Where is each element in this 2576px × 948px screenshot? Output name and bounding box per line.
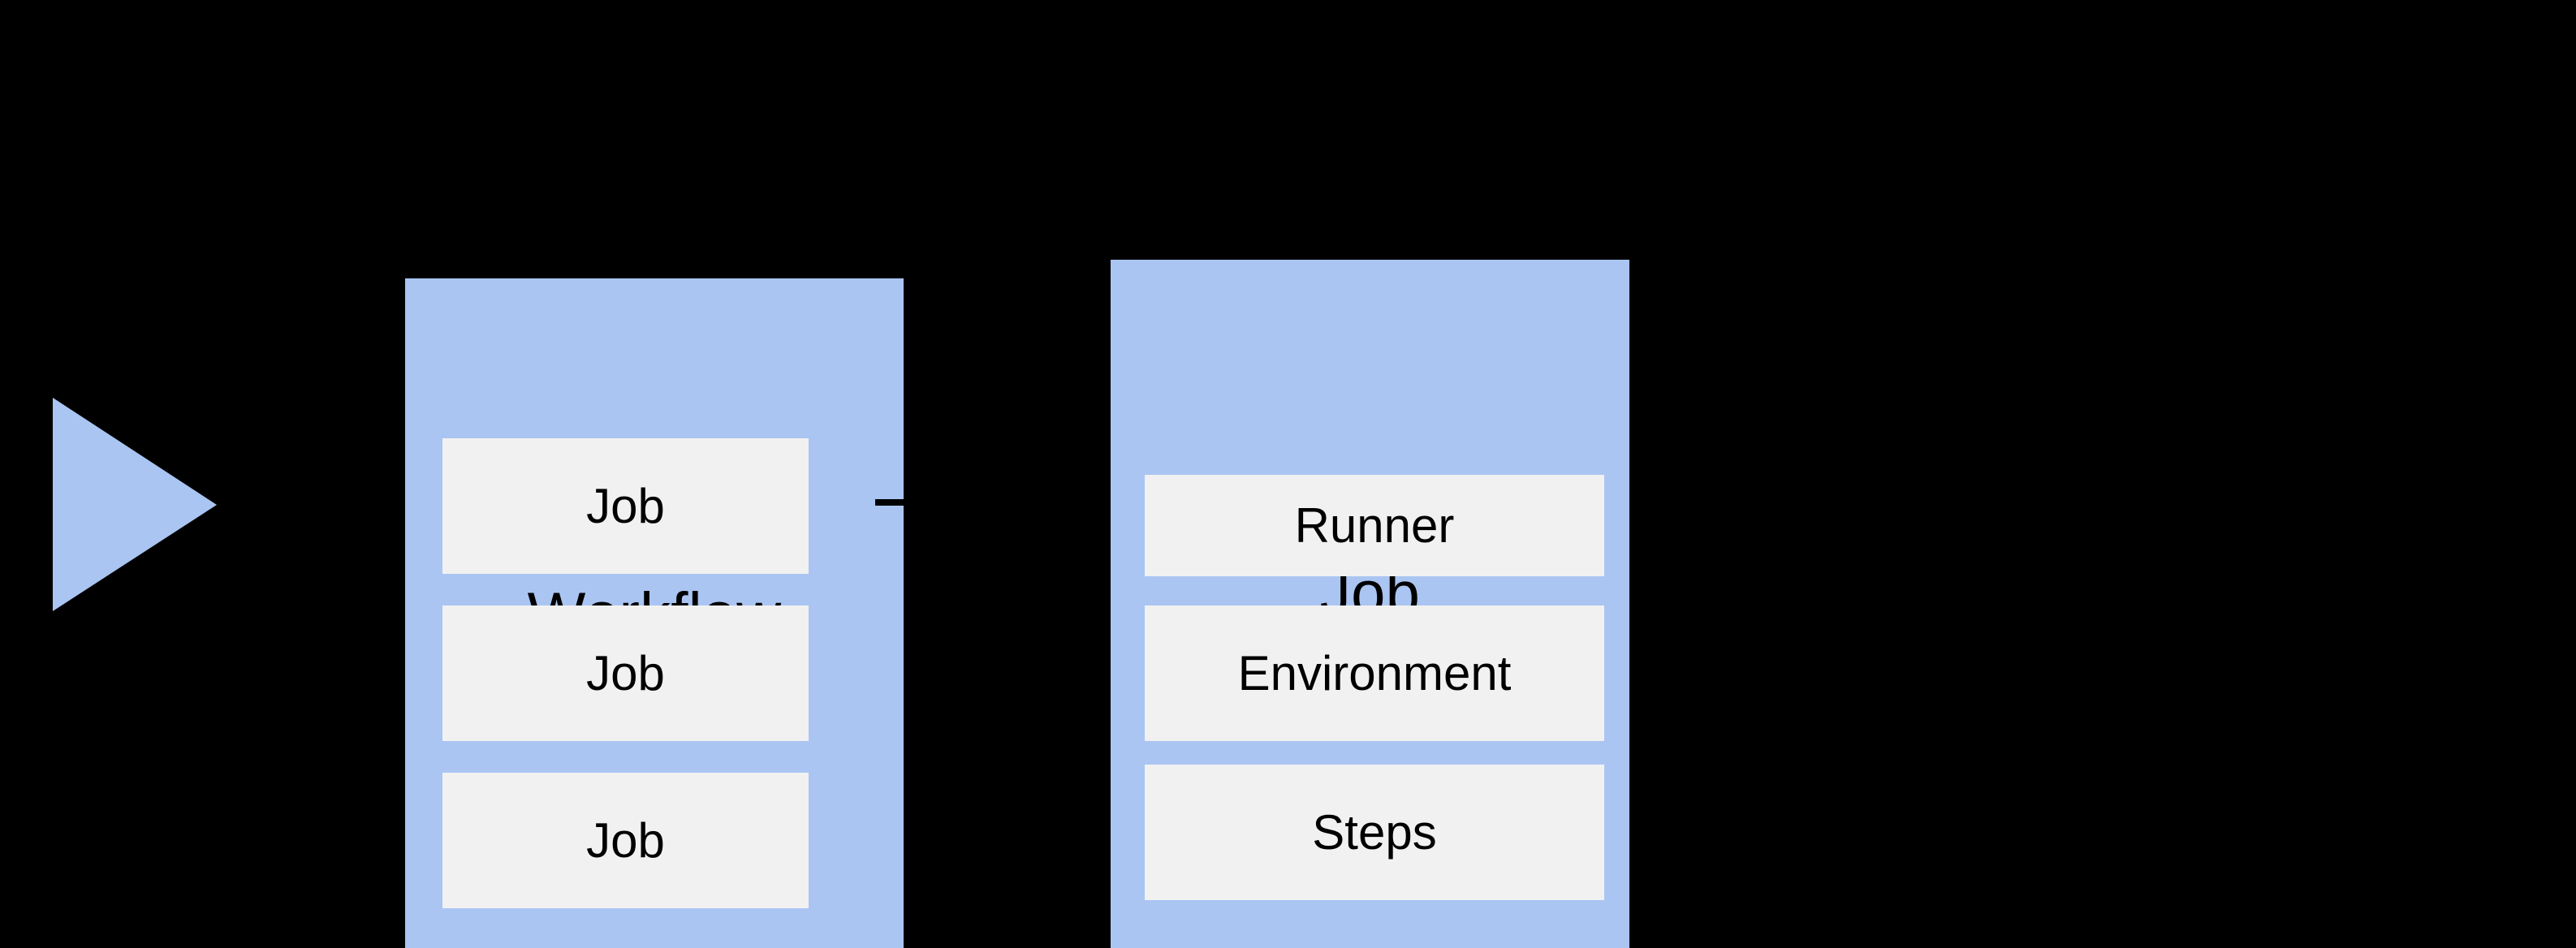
job-environment-item-label: Environment [1237, 645, 1512, 700]
workflow-job-item-3-label: Job [586, 812, 665, 868]
workflow-job-item-2-label: Job [586, 645, 665, 700]
play-triangle-icon [53, 398, 217, 611]
job-group-box[interactable]: Job Runner Environment Steps [1111, 260, 1629, 948]
job-environment-item[interactable]: Environment [1145, 605, 1604, 741]
workflow-job-item-1[interactable]: Job [442, 438, 809, 574]
workflow-job-item-1-label: Job [586, 478, 665, 533]
job-steps-item[interactable]: Steps [1145, 765, 1604, 900]
job-runner-item-label: Runner [1294, 498, 1455, 553]
workflow-job-item-2[interactable]: Job [442, 605, 809, 741]
workflow-group-box[interactable]: Workflow Job Job Job [405, 278, 904, 948]
workflow-job-item-3[interactable]: Job [442, 773, 809, 908]
job-steps-item-label: Steps [1312, 804, 1437, 860]
workflow-job-connector [875, 499, 904, 506]
job-runner-item[interactable]: Runner [1145, 475, 1604, 576]
